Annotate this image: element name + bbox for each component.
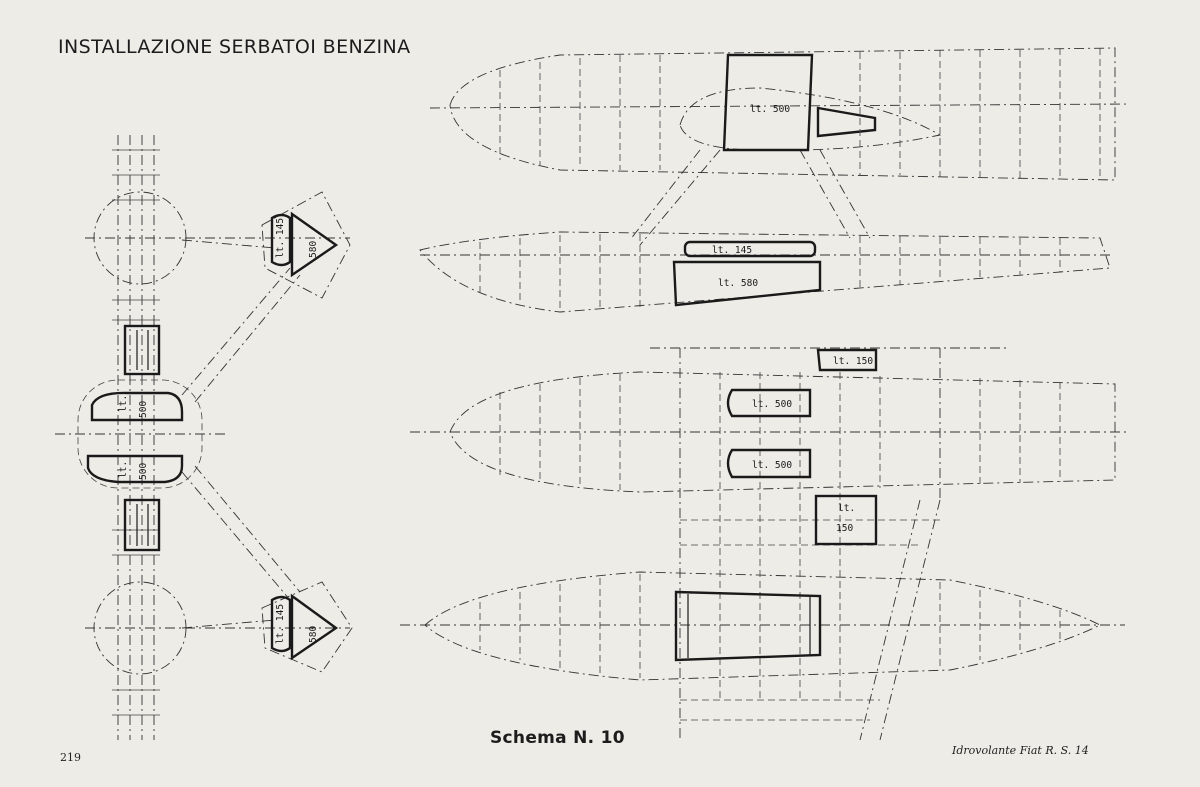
- front-hull-tank-upper: lt. 500: [90, 391, 184, 422]
- side-view: lt. 500 lt. 145 lt. 580: [419, 47, 1131, 313]
- caption: Idrovolante Fiat R. S. 14: [952, 744, 1089, 757]
- front-tank-lt-label-2: lt.: [118, 461, 129, 478]
- front-tank-500-label-2: 500: [138, 463, 149, 480]
- side-tank-145: lt. 145: [683, 240, 817, 258]
- front-float-upper-580: 580: [308, 241, 319, 258]
- plan-tank-500-b: lt. 500: [726, 448, 812, 479]
- side-small-tank: [816, 106, 877, 138]
- front-float-lower: lt. 145 580: [261, 581, 353, 673]
- plan-tank-150-low: lt. 150: [814, 494, 878, 546]
- plan-tank-500-a: lt. 500: [726, 388, 812, 418]
- plan-tank-150-top-label: lt. 150: [833, 356, 873, 367]
- plan-tank-150-top: lt. 150: [816, 348, 878, 372]
- side-tank-580-label: lt. 580: [718, 278, 758, 289]
- plan-view: lt. 150 lt. 500 lt. 500 lt. 150: [400, 347, 1130, 741]
- front-wing-tank-upper: [123, 324, 161, 376]
- page-number: 219: [60, 751, 81, 764]
- front-tank-500-label-1: 500: [138, 401, 149, 418]
- front-hull-tank-lower: lt. 500: [86, 454, 184, 484]
- page-title: INSTALLAZIONE SERBATOI BENZINA: [58, 36, 411, 58]
- side-tank-580: lt. 580: [672, 260, 822, 307]
- front-view: lt. 500 lt. 500 lt. 145 580 lt.: [55, 135, 353, 740]
- front-float-lower-580: 580: [308, 626, 319, 643]
- front-float-lower-145: lt. 145: [275, 604, 286, 644]
- plan-tank-500-a-label: lt. 500: [752, 399, 792, 410]
- front-tank-lt-label-1: lt.: [118, 395, 129, 412]
- plan-tank-150-low-lt: lt.: [838, 503, 855, 514]
- plan-tank-500-b-label: lt. 500: [752, 460, 792, 471]
- side-tank-500-label: lt. 500: [750, 104, 790, 115]
- plan-float-tank: [674, 590, 822, 662]
- front-float-upper: lt. 145 580: [261, 191, 351, 299]
- side-tank-500: lt. 500: [722, 53, 814, 152]
- front-float-upper-145: lt. 145: [275, 218, 286, 258]
- plan-tank-150-low-label: 150: [836, 523, 853, 534]
- front-wing-tank-lower: [123, 498, 161, 552]
- schema-label: Schema N. 10: [490, 728, 625, 748]
- side-tank-145-label: lt. 145: [712, 245, 752, 256]
